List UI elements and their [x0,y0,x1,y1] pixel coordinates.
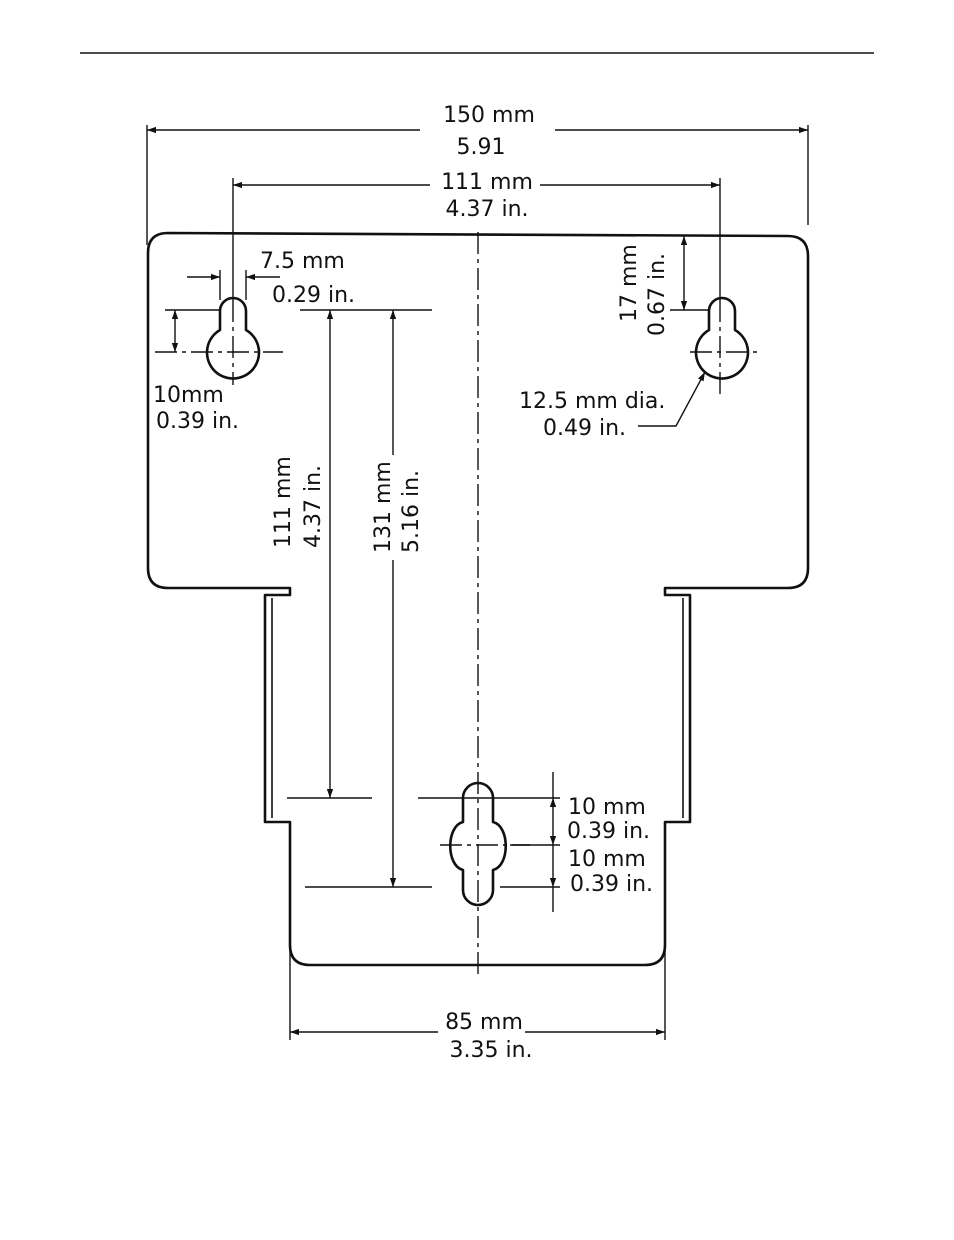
overall-width-in-label: 5.91 [457,135,506,160]
bottom-width-in-label: 3.35 in. [449,1038,532,1063]
hole-dia-mm-label: 12.5 mm dia. [519,389,665,414]
hole-spacing-in-label: 4.37 in. [445,197,528,222]
slot-offset-in-label: 0.39 in. [156,409,239,434]
slot-width-mm-label: 7.5 mm [260,249,345,274]
top-margin-mm-label: 17 mm [617,244,642,322]
vert-spacing-in-label: 4.37 in. [301,465,326,548]
bottom-slot-lower-mm-label: 10 mm [568,847,646,872]
hole-spacing-mm-label: 111 mm [441,170,533,195]
bottom-slot-upper-in-label: 0.39 in. [567,819,650,844]
slot-width-in-label: 0.29 in. [272,283,355,308]
overall-width-mm-label: 150 mm [443,103,535,128]
slot-offset-mm-label: 10mm [153,383,224,408]
bottom-width-mm-label: 85 mm [445,1010,523,1035]
vert-total-in-label: 5.16 in. [399,470,424,553]
hole-dia-in-label: 0.49 in. [543,416,626,441]
bottom-slot-lower-in-label: 0.39 in. [570,872,653,897]
vert-total-mm-label: 131 mm [371,461,396,553]
bottom-slot-upper-mm-label: 10 mm [568,795,646,820]
vert-spacing-mm-label: 111 mm [271,456,296,548]
top-margin-in-label: 0.67 in. [645,253,670,336]
